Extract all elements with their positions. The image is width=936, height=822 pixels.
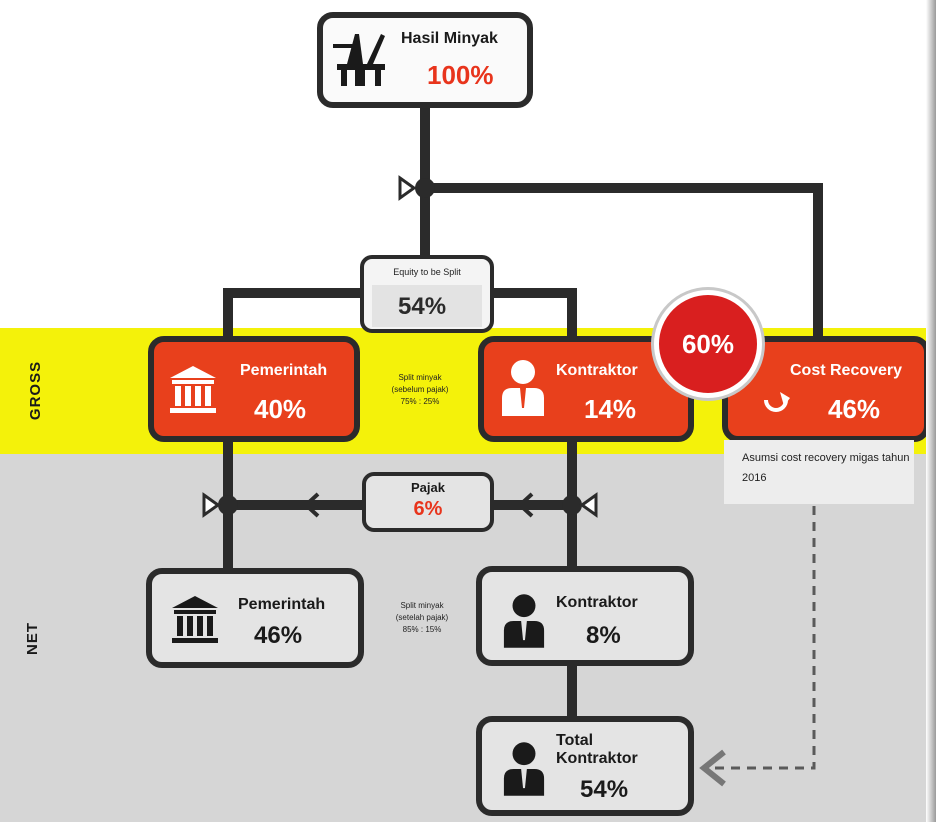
gross-pemerintah-pct: 40% bbox=[254, 394, 307, 424]
cost-recovery-pct: 46% bbox=[828, 394, 881, 424]
government-building-icon bbox=[170, 366, 216, 413]
person-icon bbox=[503, 742, 545, 796]
net-kontraktor-box: Kontraktor 8% bbox=[476, 566, 694, 666]
cost-recovery-title: Cost Recovery bbox=[790, 362, 903, 379]
pajak-title: Pajak bbox=[411, 480, 445, 495]
net-pemerintah-pct: 46% bbox=[254, 622, 303, 649]
cost-recovery-note: Asumsi cost recovery migas tahun 2016 bbox=[742, 452, 910, 484]
pajak-pct: 6% bbox=[413, 498, 443, 520]
net-kontraktor-title: Kontraktor bbox=[556, 594, 638, 611]
net-split-line2: (setelah pajak) bbox=[395, 613, 449, 622]
equity-box: Equity to be Split 54% bbox=[360, 255, 494, 333]
pajak-box: Pajak 6% bbox=[362, 472, 494, 532]
gross-pemerintah-title: Pemerintah bbox=[240, 362, 328, 379]
note-box bbox=[724, 440, 914, 504]
recycle-icon bbox=[764, 392, 790, 412]
person-icon bbox=[502, 360, 544, 416]
gross-split-line3: 75% : 25% bbox=[400, 397, 440, 406]
hasil-title: Hasil Minyak bbox=[401, 30, 498, 47]
total-pct: 54% bbox=[580, 776, 629, 803]
gross-kontraktor-title: Kontraktor bbox=[556, 362, 638, 379]
total-line2: Kontraktor bbox=[556, 750, 638, 767]
net-kontraktor-pct: 8% bbox=[586, 622, 621, 649]
gross-pemerintah-box: Pemerintah 40% bbox=[148, 336, 360, 442]
gross-split-line1: Split minyak bbox=[398, 373, 442, 382]
total-kontraktor-box: Total Kontraktor 54% bbox=[476, 716, 694, 816]
net-split-line3: 85% : 15% bbox=[402, 625, 442, 634]
cost-recovery-badge: 60% bbox=[654, 290, 762, 398]
government-building-icon bbox=[172, 596, 218, 643]
person-icon bbox=[503, 594, 545, 648]
equity-pct: 54% bbox=[398, 293, 447, 320]
net-split-line1: Split minyak bbox=[400, 601, 444, 610]
hasil-minyak-box: Hasil Minyak 100% bbox=[317, 12, 533, 108]
net-pemerintah-box: Pemerintah 46% bbox=[146, 568, 364, 668]
oil-rig-icon bbox=[333, 34, 385, 86]
hasil-pct: 100% bbox=[427, 60, 494, 90]
total-line1: Total bbox=[556, 732, 594, 749]
gross-kontraktor-pct: 14% bbox=[584, 394, 637, 424]
net-pemerintah-title: Pemerintah bbox=[238, 596, 326, 613]
gross-split-line2: (sebelum pajak) bbox=[391, 385, 449, 394]
page-edge-shadow bbox=[926, 0, 936, 822]
equity-title: Equity to be Split bbox=[393, 267, 461, 277]
